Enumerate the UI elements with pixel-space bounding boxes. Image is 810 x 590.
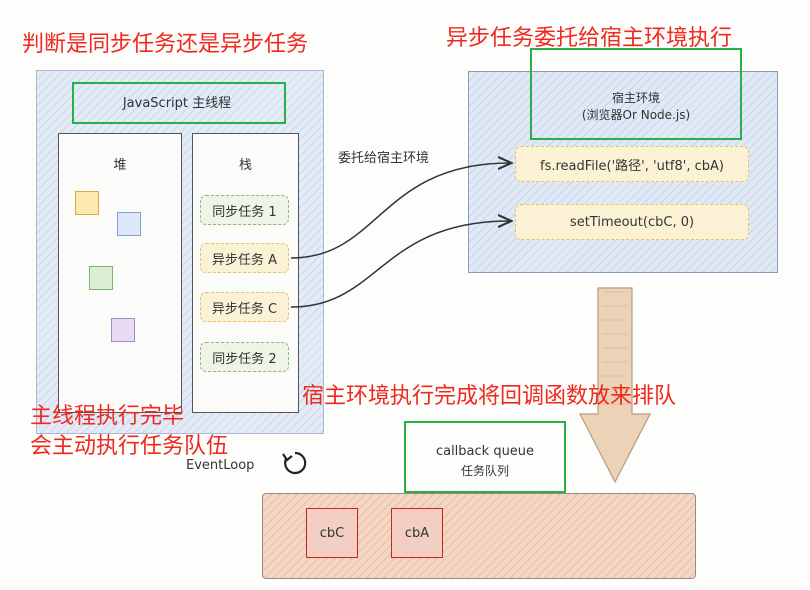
host-subtitle: (浏览器Or Node.js) bbox=[581, 108, 691, 122]
annotation-delegate-to-host: 异步任务委托给宿主环境执行 bbox=[446, 26, 733, 51]
annotation-main-thread-done-line1: 主线程执行完毕 bbox=[30, 404, 185, 429]
arrow-async-c-to-settimeout bbox=[290, 221, 510, 308]
host-title: 宿主环境 bbox=[611, 91, 660, 105]
stack-item-sync-1: 同步任务 1 bbox=[200, 195, 289, 225]
event-loop-label: EventLoop bbox=[186, 458, 255, 473]
stack-item-async-a: 异步任务 A bbox=[200, 243, 289, 273]
stack-item-async-c: 异步任务 C bbox=[200, 292, 289, 322]
heap-object-green bbox=[89, 266, 113, 290]
delegate-label: 委托给宿主环境 bbox=[338, 151, 430, 166]
heap-object-purple bbox=[111, 318, 135, 342]
host-title-box bbox=[530, 48, 742, 140]
stack-label: 栈 bbox=[238, 158, 252, 173]
annotation-sync-or-async: 判断是同步任务还是异步任务 bbox=[22, 32, 309, 57]
arrow-async-a-to-readfile bbox=[290, 163, 510, 259]
heap-label: 堆 bbox=[113, 158, 127, 173]
queue-title: callback queue bbox=[435, 444, 535, 459]
annotation-host-callback: 宿主环境执行完成将回调函数放来排队 bbox=[302, 384, 677, 409]
queue-subtitle: 任务队列 bbox=[460, 464, 509, 478]
heap-object-orange bbox=[75, 191, 99, 215]
stack-item-sync-2: 同步任务 2 bbox=[200, 342, 289, 372]
host-task-readfile: fs.readFile('路径', 'utf8', cbA) bbox=[515, 146, 749, 182]
queue-item-cbc: cbC bbox=[306, 508, 358, 558]
down-arrow-icon bbox=[579, 287, 651, 484]
queue-title-box bbox=[404, 421, 566, 493]
main-thread-title-box bbox=[72, 82, 286, 124]
annotation-main-thread-done-line2: 会主动执行任务队伍 bbox=[30, 434, 229, 459]
main-thread-title: JavaScript 主线程 bbox=[122, 96, 232, 111]
host-task-settimeout: setTimeout(cbC, 0) bbox=[515, 204, 749, 240]
heap-panel bbox=[58, 133, 182, 413]
loop-icon bbox=[282, 451, 307, 475]
heap-object-blue bbox=[117, 212, 141, 236]
queue-item-cba: cbA bbox=[391, 508, 443, 558]
